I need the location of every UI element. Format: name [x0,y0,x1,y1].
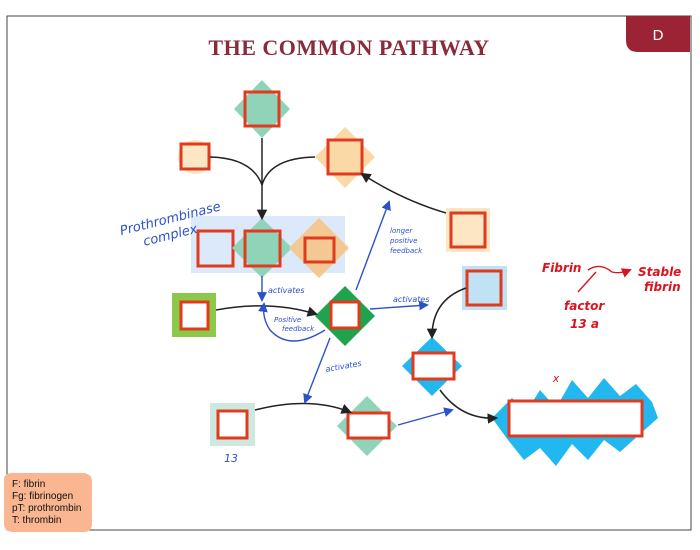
legend: F: fibrin Fg: fibrinogen pT: prothrombin… [4,472,92,532]
complex-box-2 [243,229,282,268]
fibrin-label: Fibrin [542,261,581,275]
top-node [234,80,290,138]
activates-label-1: activates [268,286,305,295]
stable-fibrin-label: Stable fibrin [638,265,681,294]
left-peach-node [178,140,212,174]
positive-feedback-label: Positive feedback [274,316,315,333]
legend-line-3: pT: prothrombin [12,503,81,514]
connector-lime-to-thrombin [215,305,319,317]
connector-feedback-to-peach [360,172,447,214]
feedback-source-node [446,208,490,252]
lime-node [172,293,216,337]
light-blue-node [462,266,507,310]
fibrin-to-stable-arrow [587,265,632,278]
longer-feedback-line-2: positive [389,237,417,245]
stable-fibrin-node: x [492,372,658,466]
feedback-source-box [449,211,487,249]
factor-13a-line-1: factor [564,299,605,313]
light-blue-box [465,269,503,307]
blue-arrow-activates-cyan [369,300,429,311]
top-node-box [243,90,281,128]
thrombin-node [315,286,375,346]
longer-feedback-label: longer positive feedback [389,227,423,255]
right-peach-node [315,127,375,188]
positive-feedback-line-1: Positive [274,316,301,324]
thrombin-box [329,300,361,330]
connector-right-to-merge [261,156,316,186]
complex-member-3 [289,218,349,278]
lime-box [179,300,210,331]
connector-cyan-to-fibrin [439,389,499,424]
activates-label-2: activates [393,295,430,304]
factor-13-box [216,409,249,440]
legend-line-4: T: thrombin [12,515,61,526]
factor-13-node [210,403,255,446]
marker-x: x [552,372,560,385]
longer-feedback-line-1: longer [390,227,413,235]
factor-13-label: 13 [224,452,238,465]
right-peach-box [326,138,364,176]
left-peach-box [179,142,211,171]
complex-member-2 [232,218,292,278]
factor-13a-label: factor 13 a [564,299,605,331]
stable-fibrin-line-1: Stable [638,265,681,279]
cyan-box [411,351,456,381]
connector-lightblue-to-cyan [426,287,467,340]
stable-fibrin-line-2: fibrin [644,280,681,294]
factor-13a-node [337,396,397,456]
factor-13a-pointer [577,271,597,293]
corner-badge: D [626,16,690,52]
blue-arrow-13a-to-fibrin [397,407,454,426]
stable-fibrin-box [507,399,644,438]
connector-left-to-merge [209,156,263,186]
positive-feedback-line-2: feedback [282,325,315,333]
longer-feedback-line-3: feedback [390,247,423,255]
badge-letter: D [653,27,664,44]
blue-arrow-positive-feedback [258,302,326,342]
cyan-node [402,337,462,396]
blue-arrow-activates-13 [303,337,331,404]
factor-13a-line-2: 13 a [570,317,599,331]
legend-line-1: F: fibrin [12,479,45,490]
legend-line-2: Fg: fibrinogen [12,491,73,502]
blue-arrow-longer-feedback [355,200,391,291]
factor-13a-box [346,411,391,440]
page-title: THE COMMON PATHWAY [208,35,489,60]
complex-box-3 [303,236,336,264]
